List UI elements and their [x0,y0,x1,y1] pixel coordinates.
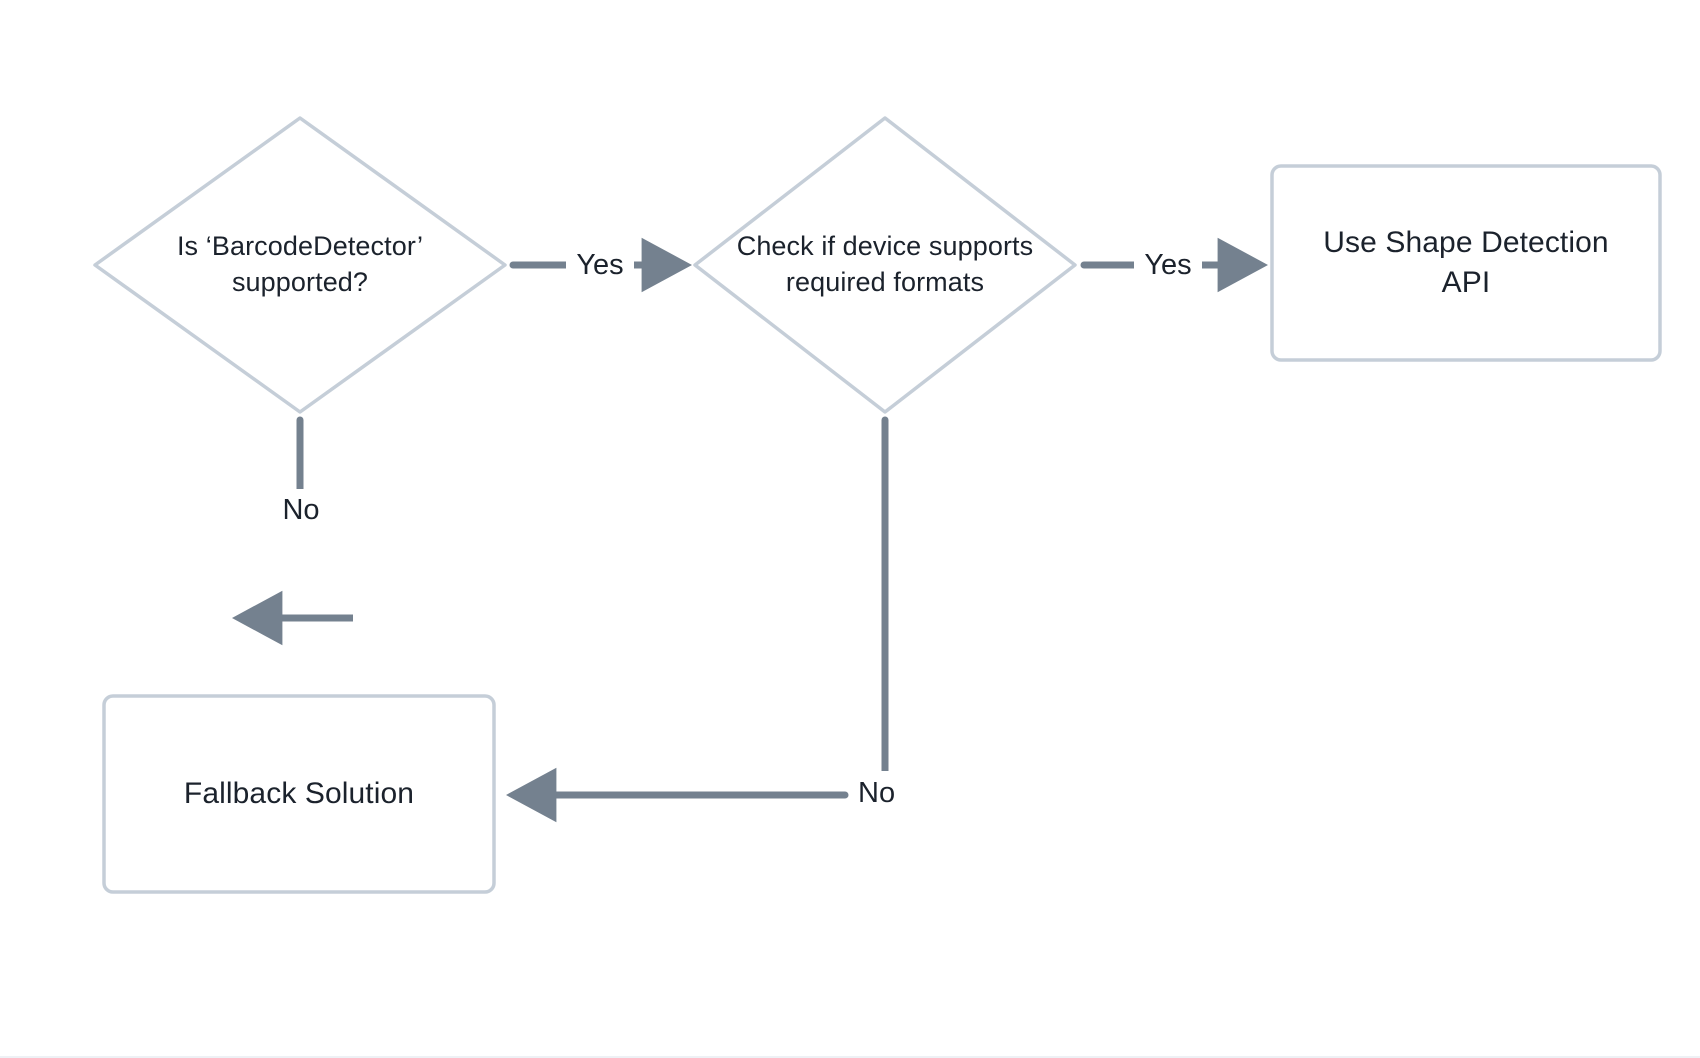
node-shape-barcode-detector-check[interactable] [93,116,507,414]
edge-label-barcode-no: No [276,489,326,531]
edge-label-format-no: No [852,771,908,815]
edge-label-barcode-yes: Yes [566,243,634,287]
edge-label-format-yes: Yes [1134,243,1202,287]
node-shape-fallback-solution[interactable] [102,694,496,894]
node-shape-use-shape-detection-api[interactable] [1270,164,1662,362]
node-shape-format-support-check[interactable] [693,116,1077,414]
